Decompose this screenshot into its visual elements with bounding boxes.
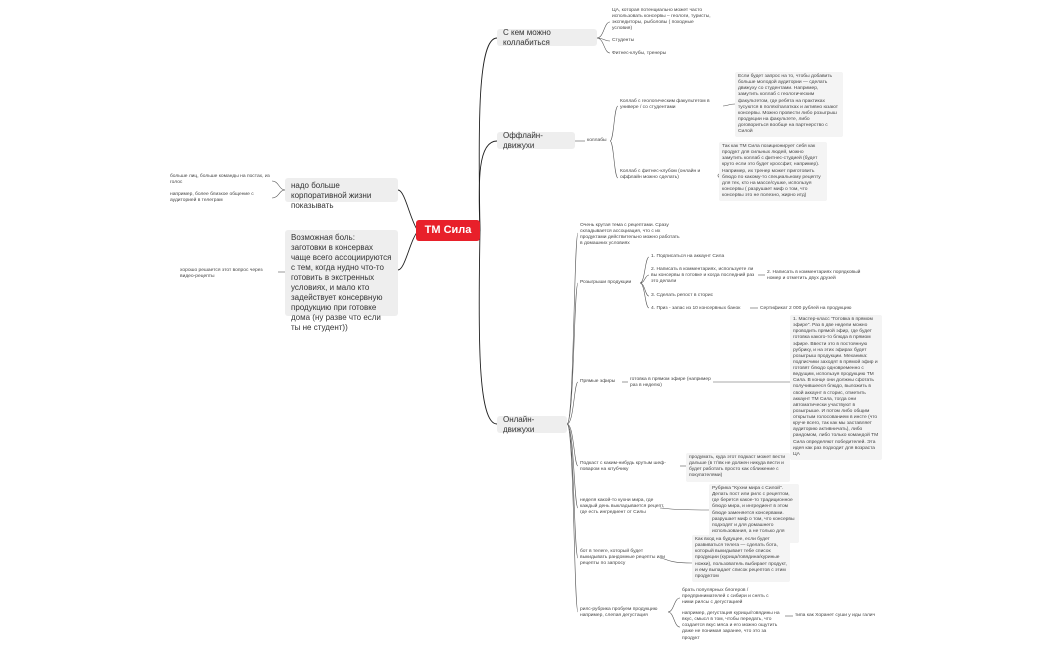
branch-offline-label: Оффлайн-движухи xyxy=(503,130,543,150)
branch-collab[interactable]: С кем можно коллабиться xyxy=(497,27,597,47)
reels-extra[interactable]: типа как Хоранет суши у иды галич xyxy=(795,613,876,618)
offline-sub[interactable]: коллабы xyxy=(587,138,607,143)
pain-note[interactable]: хорошо решается этот вопрос через видео-… xyxy=(180,268,263,280)
online-podcast[interactable]: Подкаст с каким-нибудь крутым шеф-поваро… xyxy=(580,461,666,473)
link-root-pain xyxy=(397,230,419,271)
offline-item-2-detail[interactable]: Так как ТМ Сила позиционирует себя как п… xyxy=(719,142,827,202)
corporate-note-1[interactable]: больше лиц, больше команды на постах, из… xyxy=(170,174,270,186)
reels-detail-2[interactable]: например, дегустация курицы/говядины на … xyxy=(682,611,780,641)
live-sub[interactable]: готовка в прямом эфире (например раз в н… xyxy=(630,377,711,389)
giveaway-step-2-detail[interactable]: 2. Написать в комментариях порядковый но… xyxy=(767,270,861,282)
branch-online-label: Онлайн-движухи xyxy=(503,414,535,434)
online-world[interactable]: неделя какой-то кухни мира, где каждый д… xyxy=(580,498,665,516)
collab-item-3[interactable]: Фитнес-клубы, тренеры xyxy=(612,51,667,56)
online-live[interactable]: Прямые эфиры xyxy=(580,379,616,384)
online-giveaway[interactable]: Розыгрыши продукции xyxy=(580,280,632,285)
live-detail[interactable]: 1. Мастер-класс "Готовка в прямом эфире"… xyxy=(790,315,882,460)
giveaway-step-4[interactable]: 4. Приз - запас из 10 консервных банок xyxy=(651,306,741,311)
offline-item-1-detail[interactable]: Если будет запрос на то, чтобы добавить … xyxy=(735,72,843,138)
giveaway-step-2[interactable]: 2. Написать в комментариях, используете … xyxy=(651,267,755,285)
online-recipes[interactable]: Очень крутая тема с рецептами. Сразу скл… xyxy=(580,223,680,247)
link-root-collab xyxy=(478,37,498,232)
world-detail[interactable]: Рубрика "Кухни мира с Силой". Делать пос… xyxy=(709,484,799,544)
collab-item-2[interactable]: Студенты xyxy=(612,38,635,43)
online-bot[interactable]: бот в телеге, который будет выкидывать р… xyxy=(580,549,666,567)
offline-item-1[interactable]: Коллаб с геологическим факультетом в уни… xyxy=(620,99,710,111)
giveaway-step-1[interactable]: 1. Подписаться на аккаунт Сила xyxy=(651,254,725,259)
root-label: ТМ Сила xyxy=(424,223,472,236)
branch-corporate[interactable]: надо больше корпоративной жизни показыва… xyxy=(285,178,398,210)
corporate-note-2[interactable]: например, более близкое общение с аудито… xyxy=(170,192,254,204)
bot-detail[interactable]: Как вход на будущее, если будет развиват… xyxy=(692,535,790,582)
giveaway-step-4-detail[interactable]: Сертификат 2 000 рублей на продукцию xyxy=(760,306,852,311)
podcast-detail[interactable]: продумать, куда этот подкаст может вести… xyxy=(686,453,790,482)
branch-offline[interactable]: Оффлайн-движухи xyxy=(497,130,575,150)
online-reels[interactable]: рилс-рубрика пробуем продукцию например,… xyxy=(580,607,658,619)
branch-pain[interactable]: Возможная боль: заготовки в консервах ча… xyxy=(285,230,398,332)
branch-collab-label: С кем можно коллабиться xyxy=(503,27,551,47)
reels-detail-1[interactable]: брать популярных блогеров / предпринимат… xyxy=(682,588,769,606)
collab-item-1[interactable]: ЦА, которая потенциально может часто исп… xyxy=(612,8,711,32)
link-root-offline xyxy=(478,140,498,232)
root-node[interactable]: ТМ Сила xyxy=(416,220,480,241)
link-root-online xyxy=(478,230,498,425)
link-root-corporate xyxy=(397,189,419,232)
offline-item-2[interactable]: Коллаб с фитнес-клубом (онлайн и оффлайн… xyxy=(620,169,701,181)
giveaway-step-3[interactable]: 3. Сделать репост в сторис xyxy=(651,293,714,298)
branch-online[interactable]: Онлайн-движухи xyxy=(497,414,567,434)
